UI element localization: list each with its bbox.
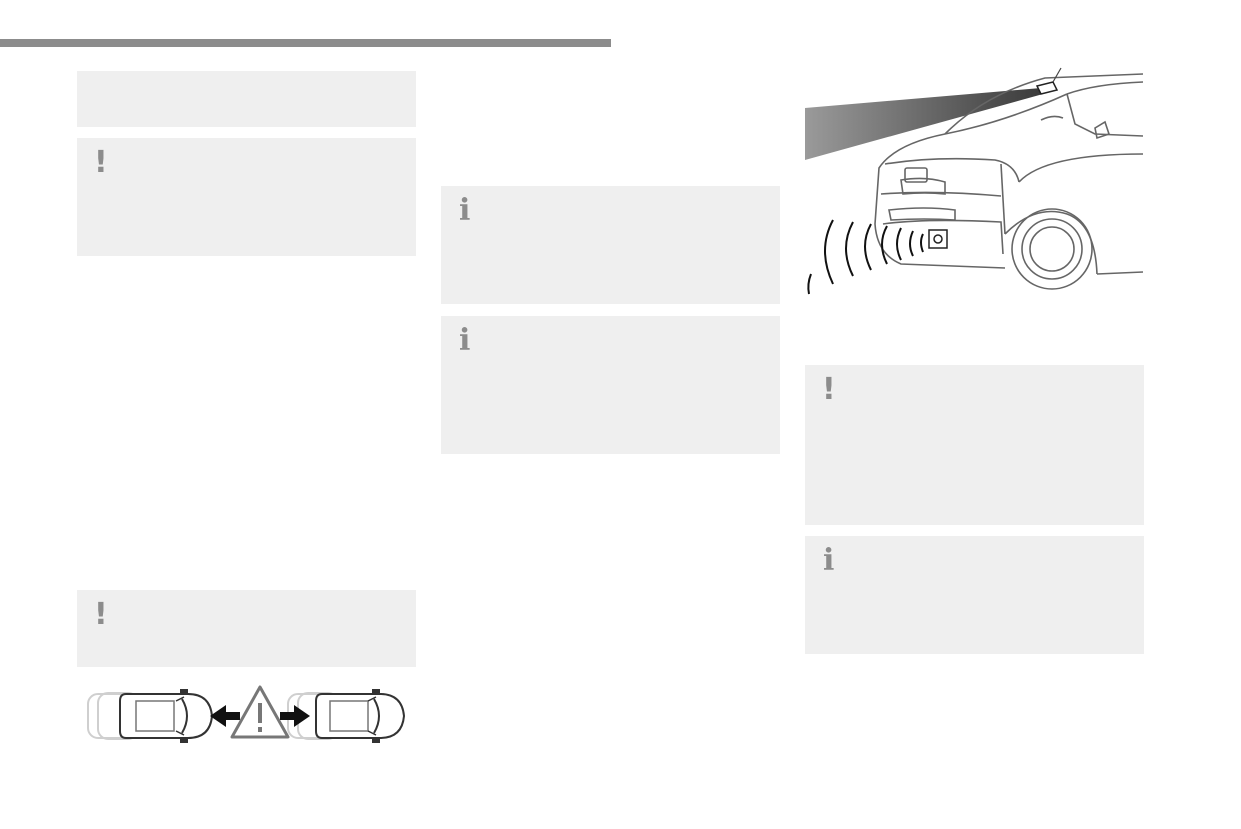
warning-exclamation-icon: ! [822, 372, 836, 407]
info-notice-box: i [441, 186, 780, 304]
warning-exclamation-icon: ! [94, 145, 108, 180]
camera-radar-icon [1035, 67, 1062, 95]
header-bar [0, 39, 611, 47]
info-icon: i [823, 543, 835, 578]
car-icon [119, 689, 214, 743]
info-icon: i [459, 193, 471, 228]
info-notice-box: i [441, 316, 780, 454]
van-front-sensors-figure [805, 64, 1143, 296]
warning-notice-box: ! [805, 365, 1144, 525]
warning-notice-box: ! [77, 590, 416, 667]
info-icon: i [459, 323, 471, 358]
distance-warning-figure [80, 681, 414, 751]
warning-triangle-icon [230, 685, 290, 739]
notice-box-blank [77, 71, 416, 127]
info-notice-box: i [805, 536, 1144, 654]
warning-notice-box: ! [77, 138, 416, 256]
car-icon [315, 689, 406, 743]
warning-exclamation-icon: ! [94, 597, 108, 632]
